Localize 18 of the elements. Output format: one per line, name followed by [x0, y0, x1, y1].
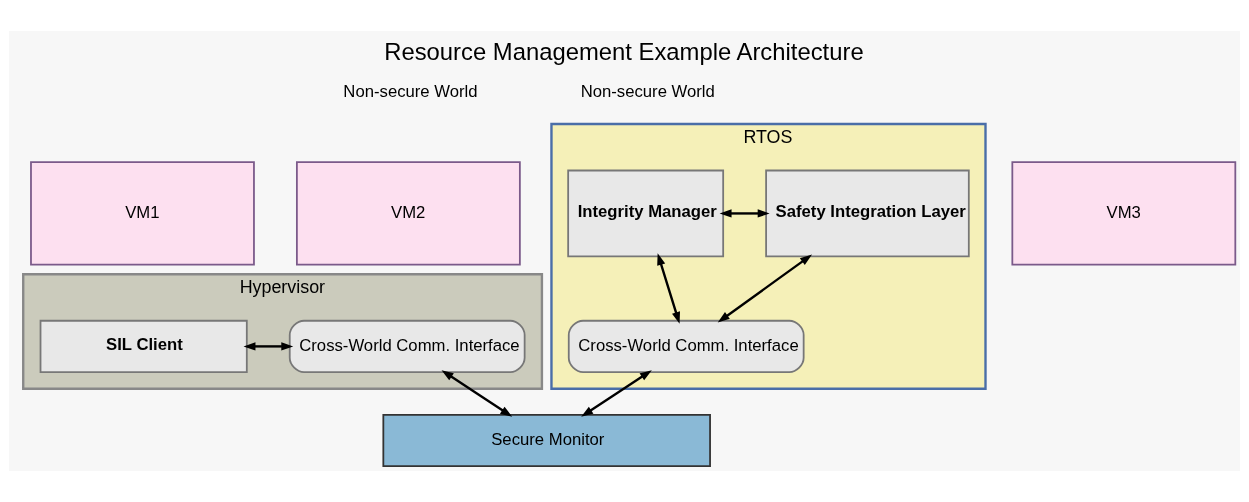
- arrow: [657, 253, 680, 324]
- label: Non-secure World: [343, 82, 478, 102]
- arrow: [717, 254, 813, 323]
- arrow: [243, 342, 294, 351]
- arrow: [719, 209, 770, 218]
- arrow: [441, 370, 513, 417]
- node-box: Integrity Manager: [567, 169, 725, 258]
- diagram-title: Resource Management Example Architecture: [384, 37, 864, 65]
- arrow: [581, 370, 652, 417]
- node-box: Cross-World Comm. Interface: [567, 319, 805, 373]
- node-box: Secure Monitor: [382, 414, 711, 468]
- node-box: Safety Integration Layer: [765, 169, 970, 258]
- node-box: SIL Client: [39, 319, 248, 373]
- node-box: Cross-World Comm. Interface: [288, 319, 526, 373]
- node-box: VM1: [30, 161, 255, 266]
- label: Non-secure World: [580, 82, 715, 102]
- node-box: VM2: [296, 161, 521, 266]
- node-box: VM3: [1011, 161, 1237, 266]
